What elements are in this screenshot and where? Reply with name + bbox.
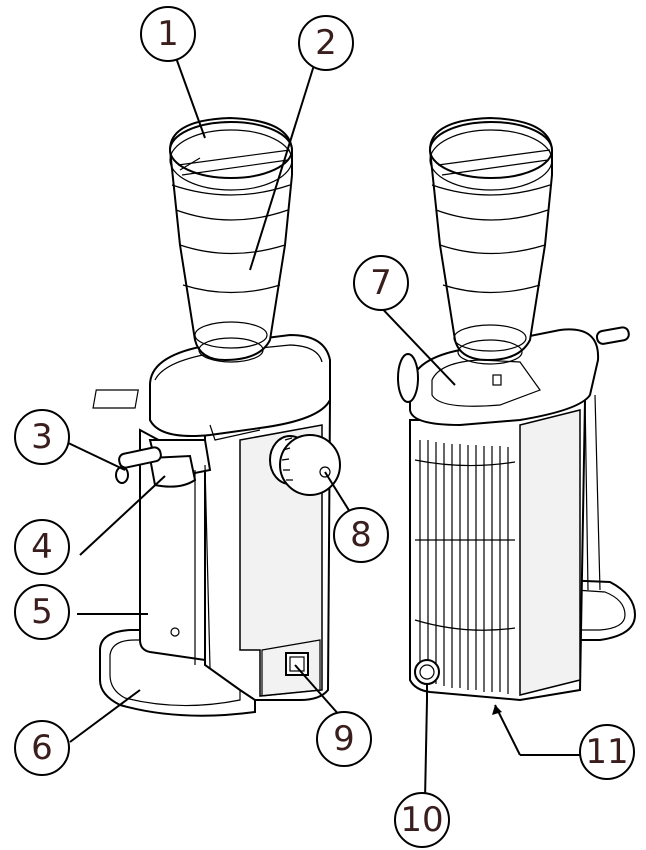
callout-1: 1 <box>140 6 196 62</box>
callout-10-label: 10 <box>400 800 443 840</box>
grind-adjust-knob <box>269 434 341 496</box>
callout-7-label: 7 <box>370 263 392 303</box>
callout-4-label: 4 <box>31 527 53 567</box>
callout-5-label: 5 <box>31 592 53 632</box>
leader-lines <box>61 54 580 801</box>
callout-8-label: 8 <box>350 515 372 555</box>
callout-6: 6 <box>14 720 70 776</box>
callout-9-label: 9 <box>333 719 355 759</box>
activation-bar <box>118 446 162 469</box>
grinder-head <box>149 333 331 437</box>
grinder-body-front <box>139 428 206 662</box>
callout-7: 7 <box>353 255 409 311</box>
callout-11: 11 <box>579 724 635 780</box>
grinder-rear-view <box>397 116 637 702</box>
grinder-front-view <box>92 116 341 717</box>
callout-6-label: 6 <box>31 728 53 768</box>
callout-2: 2 <box>298 15 354 71</box>
callout-2-label: 2 <box>315 23 337 63</box>
callout-4: 4 <box>14 519 70 575</box>
power-switch <box>285 652 309 676</box>
power-cord-gland <box>414 659 440 700</box>
callout-11-label: 11 <box>585 732 628 772</box>
callout-8: 8 <box>333 507 389 563</box>
callout-5: 5 <box>14 584 70 640</box>
callout-1-label: 1 <box>157 14 179 54</box>
callout-10: 10 <box>394 792 450 848</box>
ventilation-grille <box>414 440 516 694</box>
callout-3-label: 3 <box>31 417 53 457</box>
callout-9: 9 <box>316 711 372 767</box>
rear-head <box>409 328 600 427</box>
callout-3: 3 <box>14 409 70 465</box>
